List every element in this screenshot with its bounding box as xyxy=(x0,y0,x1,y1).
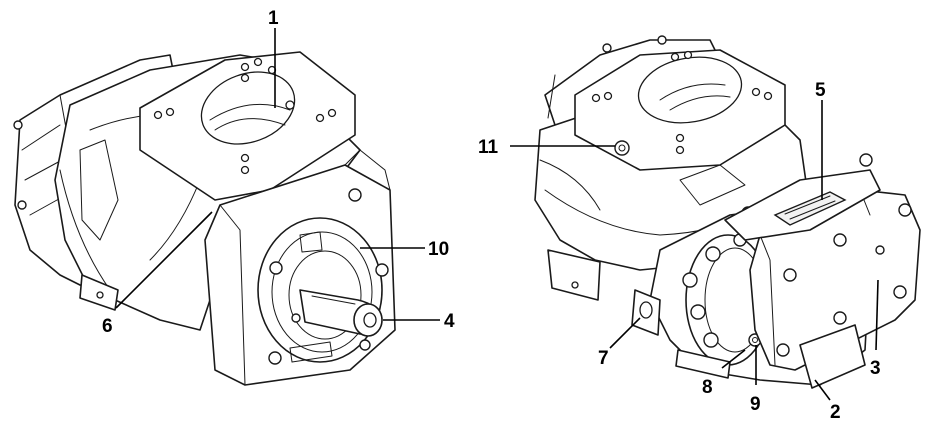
callout-6: 6 xyxy=(102,316,113,337)
callout-2: 2 xyxy=(830,402,841,423)
left-view-compressor xyxy=(13,51,396,386)
drive-shaft xyxy=(299,289,383,337)
callout-4: 4 xyxy=(444,311,455,332)
nameplate xyxy=(773,191,847,226)
callout-labels: 1 10 4 6 11 5 7 8 9 2 3 xyxy=(102,8,881,423)
callout-5: 5 xyxy=(815,80,826,101)
oil-plug xyxy=(614,140,630,156)
callout-3: 3 xyxy=(870,358,881,379)
callout-7: 7 xyxy=(598,348,609,369)
callout-11: 11 xyxy=(478,137,499,158)
callout-1: 1 xyxy=(268,8,279,29)
leader-lines xyxy=(115,28,879,401)
callout-8: 8 xyxy=(702,377,713,398)
right-view-compressor xyxy=(534,35,921,389)
callout-10: 10 xyxy=(428,239,449,260)
intake-flange-right xyxy=(574,49,786,171)
callout-9: 9 xyxy=(750,394,761,415)
intake-flange xyxy=(139,51,356,201)
